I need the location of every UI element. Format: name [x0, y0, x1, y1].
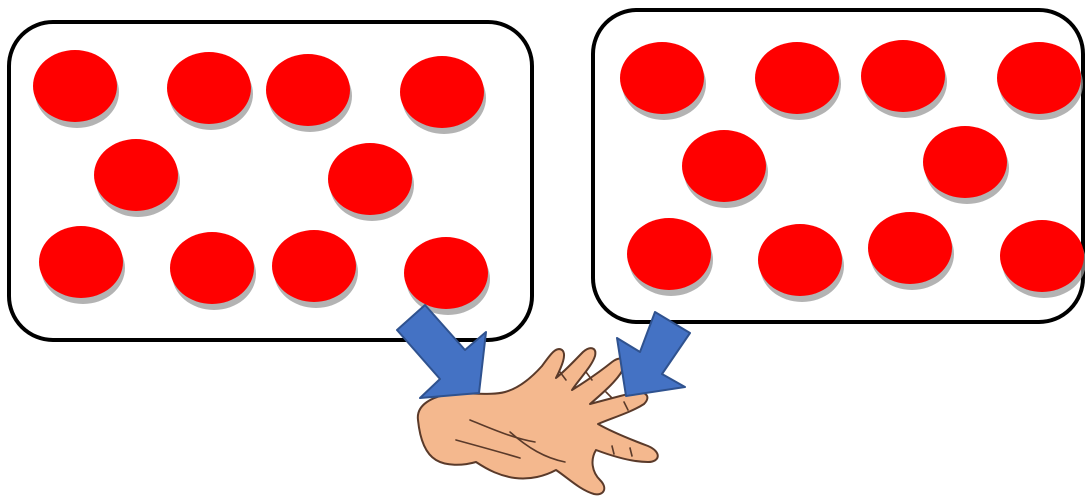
red-counter	[997, 42, 1083, 120]
right-arrow	[617, 312, 690, 396]
counter-disc	[868, 212, 952, 284]
red-counter	[868, 212, 954, 290]
red-counter	[170, 232, 256, 310]
red-counter	[272, 230, 358, 308]
left-arrow	[397, 305, 486, 398]
red-counter	[94, 139, 180, 217]
red-counter	[627, 218, 713, 296]
counter-disc	[33, 50, 117, 122]
counter-disc	[170, 232, 254, 304]
counter-disc	[328, 143, 412, 215]
red-counter	[167, 52, 253, 130]
counter-disc	[997, 42, 1081, 114]
counter-disc	[682, 130, 766, 202]
red-counter	[923, 126, 1009, 204]
counter-disc	[272, 230, 356, 302]
counter-disc	[861, 40, 945, 112]
counter-disc	[620, 42, 704, 114]
red-counter	[328, 143, 414, 221]
red-counter	[861, 40, 947, 118]
red-counter	[758, 224, 844, 302]
counter-disc	[1000, 220, 1084, 292]
red-counter	[39, 226, 125, 304]
counter-disc	[404, 237, 488, 309]
red-counter	[266, 54, 352, 132]
red-counter	[755, 42, 841, 120]
counter-disc	[627, 218, 711, 290]
counter-disc	[755, 42, 839, 114]
red-counter	[404, 237, 490, 315]
red-counter	[400, 56, 486, 134]
red-counter	[33, 50, 119, 128]
counter-disc	[400, 56, 484, 128]
counter-disc	[923, 126, 1007, 198]
red-counter	[1000, 220, 1085, 298]
counters-layer	[33, 40, 1085, 315]
counter-disc	[266, 54, 350, 126]
counter-disc	[167, 52, 251, 124]
counter-disc	[758, 224, 842, 296]
red-counter	[682, 130, 768, 208]
counter-disc	[94, 139, 178, 211]
counter-disc	[39, 226, 123, 298]
red-counter	[620, 42, 706, 120]
finger-crease	[606, 392, 612, 398]
